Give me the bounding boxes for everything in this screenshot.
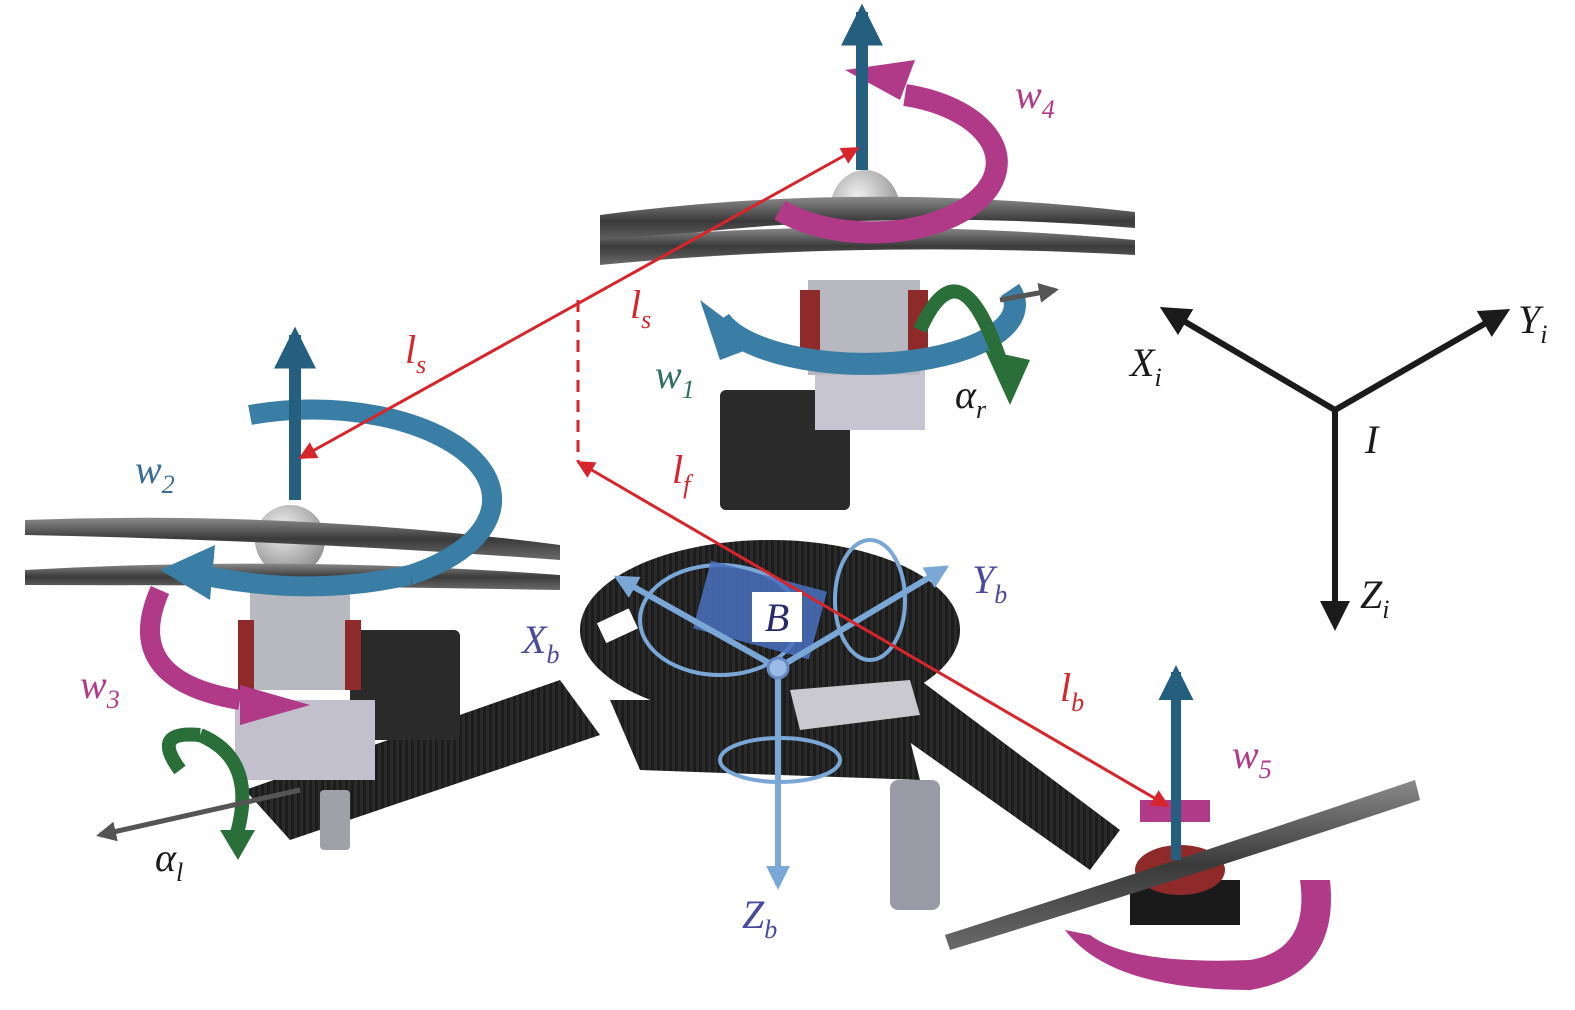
label-zi: Zi [1360, 572, 1390, 624]
label-w2: w2 [135, 447, 175, 499]
label-alpha-r: αr [955, 372, 987, 424]
label-xb: Xb [522, 617, 560, 669]
inertial-frame-axes [1159, 306, 1511, 631]
label-yb: Yb [972, 557, 1008, 609]
label-xi: Xi [1130, 340, 1162, 392]
thrust-arrows [274, 3, 1194, 860]
label-ls-left: ls [405, 327, 427, 379]
label-lb: lb [1060, 665, 1085, 717]
label-alpha-l: αl [155, 835, 184, 887]
label-w3: w3 [80, 662, 120, 714]
label-w5: w5 [1232, 732, 1272, 784]
label-body-origin: B [752, 592, 802, 642]
label-w1: w1 [655, 352, 695, 404]
label-inertial-origin: I [1365, 417, 1379, 462]
dimension-lines [298, 146, 1170, 808]
label-w4: w4 [1015, 72, 1055, 124]
label-yi: Yi [1518, 297, 1548, 349]
label-ls-right: ls [630, 282, 652, 334]
left-rotor-assembly [25, 505, 560, 780]
label-zb: Zb [742, 892, 778, 944]
label-lf: lf [672, 447, 691, 499]
rear-rotor-assembly [945, 780, 1420, 990]
